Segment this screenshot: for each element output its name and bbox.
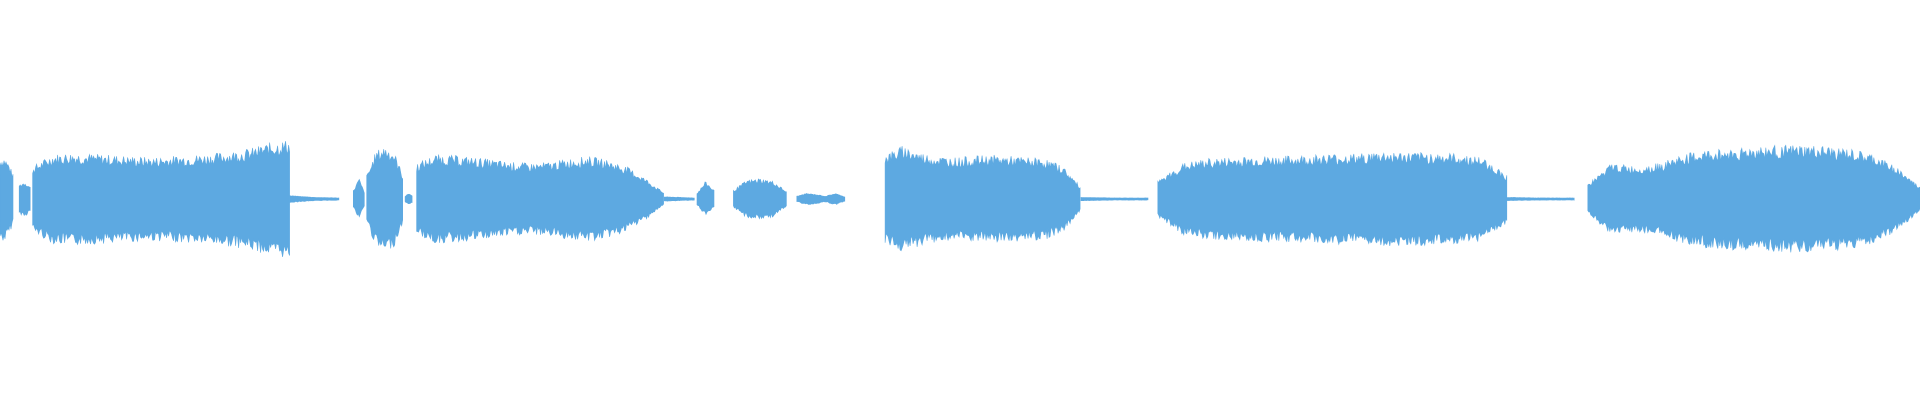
- waveform-segment: [353, 178, 365, 218]
- waveform-segment: [366, 149, 403, 249]
- waveform-segment: [404, 193, 413, 205]
- waveform-segment: [32, 141, 290, 258]
- waveform-segment: [289, 195, 340, 203]
- waveform-segment: [1157, 151, 1508, 247]
- waveform-segment: [733, 178, 787, 220]
- waveform-segment: [18, 183, 31, 217]
- waveform-segment: [696, 181, 715, 216]
- waveform-segment: [1506, 197, 1575, 201]
- waveform-segment: [416, 154, 664, 244]
- waveform-channel: [0, 141, 1920, 258]
- waveform-segment: [664, 196, 695, 202]
- waveform-segment: [1587, 144, 1920, 253]
- waveform-segment: [0, 160, 14, 241]
- waveform-segment: [884, 146, 1081, 252]
- waveform-segment: [1080, 197, 1149, 202]
- waveform-segment: [796, 193, 846, 205]
